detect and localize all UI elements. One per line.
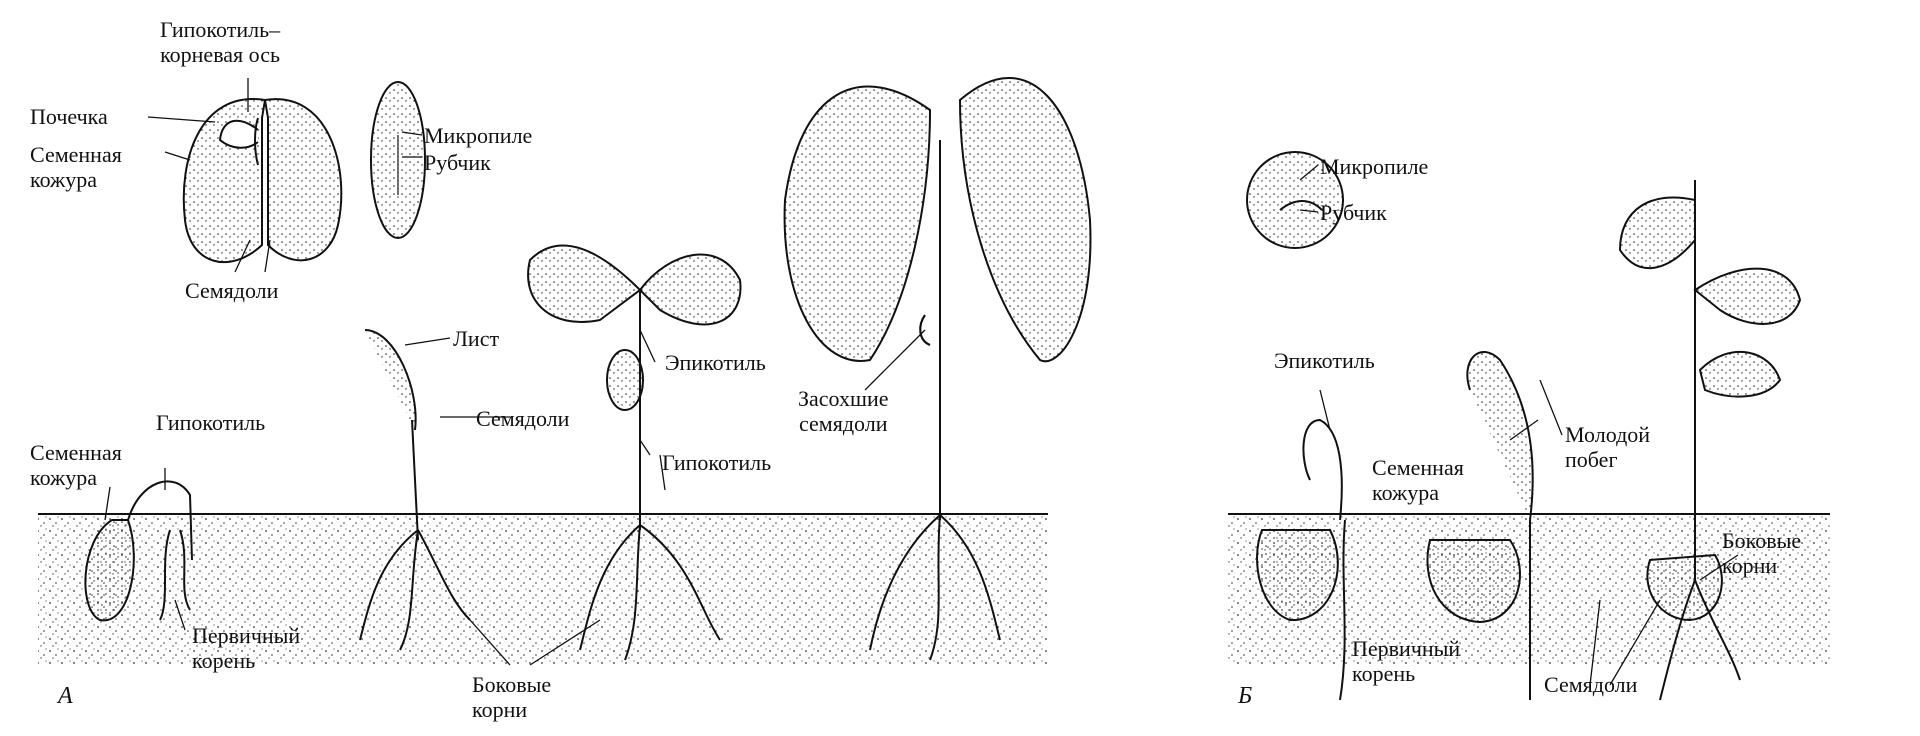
label-seed-coat: Семенная кожура xyxy=(30,142,122,192)
seedling-4 xyxy=(783,77,1092,661)
label-primary-root-a-line1: Первичный xyxy=(192,623,301,648)
label-seed-coat-b: Семенная кожура xyxy=(1372,455,1464,505)
label-leaf: Лист xyxy=(453,326,500,351)
label-dried-cotyledons: Засохшие семядоли xyxy=(798,386,888,436)
label-lateral-roots-b-line1: Боковые xyxy=(1722,528,1802,553)
label-hypocotyl-root-axis: Гипокотиль– корневая ось xyxy=(160,17,280,67)
bean-seed-side xyxy=(370,81,426,239)
label-young-shoot: Молодой побег xyxy=(1565,422,1650,472)
label-hypocotyl-early: Гипокотиль xyxy=(156,410,266,435)
label-seed-coat-line1: Семенная xyxy=(30,142,122,167)
pea-germinating-1 xyxy=(1256,418,1346,701)
label-young-shoot-line2: побег xyxy=(1565,447,1618,472)
label-hypocotyl-root-axis-line2: корневая ось xyxy=(160,42,281,67)
label-young-shoot-line1: Молодой xyxy=(1565,422,1651,447)
label-seed-coat-early-line2: кожура xyxy=(30,465,97,490)
label-plumule: Почечка xyxy=(30,104,108,129)
label-lateral-roots-b: Боковые корни xyxy=(1722,528,1801,578)
pea-seed xyxy=(1246,151,1344,249)
label-hilum-a: Рубчик xyxy=(424,150,491,175)
label-hypocotyl-late: Гипокотиль xyxy=(662,450,772,475)
label-primary-root-b-line2: корень xyxy=(1352,661,1416,686)
label-primary-root-a-line2: корень xyxy=(192,648,256,673)
label-cotyledons-seed: Семядоли xyxy=(185,278,279,303)
seedling-2 xyxy=(359,329,471,651)
panel-label-b: Б xyxy=(1238,683,1253,709)
label-primary-root-a: Первичный корень xyxy=(192,623,300,673)
label-epicotyl-a: Эпикотиль xyxy=(665,350,766,375)
label-seed-coat-b-line2: кожура xyxy=(1372,480,1439,505)
label-seed-coat-early-line1: Семенная xyxy=(30,440,122,465)
label-micropyle-b: Микропиле xyxy=(1320,154,1429,179)
leader-lines xyxy=(104,78,1739,686)
pea-seedling xyxy=(1618,180,1802,701)
label-lateral-roots-a: Боковые корни xyxy=(472,672,551,722)
seedling-3 xyxy=(527,244,742,661)
label-micropyle-a: Микропиле xyxy=(424,123,533,148)
bean-seed-opened xyxy=(182,98,343,264)
label-seed-coat-b-line1: Семенная xyxy=(1372,455,1464,480)
label-hypocotyl-root-axis-line1: Гипокотиль– xyxy=(160,17,281,42)
pea-germinating-2 xyxy=(1426,350,1534,700)
label-primary-root-b-line1: Первичный xyxy=(1352,636,1461,661)
label-seed-coat-early: Семенная кожура xyxy=(30,440,122,490)
soil-a xyxy=(38,513,1048,664)
label-lateral-roots-a-line2: корни xyxy=(472,697,528,722)
label-epicotyl-b: Эпикотиль xyxy=(1274,348,1375,373)
label-cotyledons-seedling: Семядоли xyxy=(476,406,570,431)
label-seed-coat-line2: кожура xyxy=(30,167,97,192)
label-dried-cotyledons-line1: Засохшие xyxy=(798,386,889,411)
label-dried-cotyledons-line2: семядоли xyxy=(798,411,888,436)
label-primary-root-b: Первичный корень xyxy=(1352,636,1460,686)
label-cotyledons-b: Семядоли xyxy=(1544,672,1638,697)
panel-label-a: А xyxy=(58,683,73,709)
label-lateral-roots-a-line1: Боковые xyxy=(472,672,552,697)
label-lateral-roots-b-line2: корни xyxy=(1722,553,1778,578)
label-hilum-b: Рубчик xyxy=(1320,200,1387,225)
germinating-seed-1 xyxy=(84,480,193,622)
